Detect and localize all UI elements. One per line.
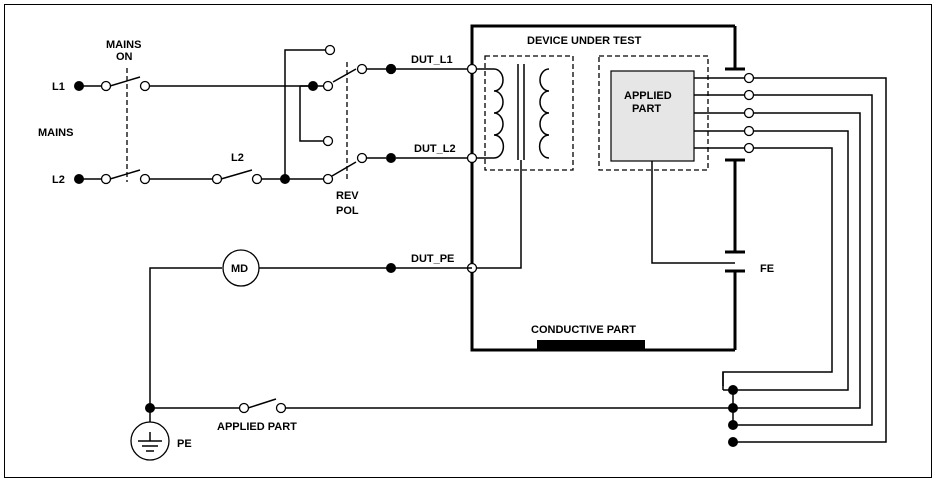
md-label: MD [231, 263, 248, 275]
applied-part-box-label-line2: PART [632, 103, 661, 115]
mains-label: MAINS [38, 127, 73, 139]
earth-ground-icon [130, 421, 170, 461]
rev-pol-label-line1: REV [336, 190, 359, 202]
applied-part-switch-label: APPLIED PART [217, 421, 297, 433]
device-under-test [466, 24, 737, 352]
dut-pe-label: DUT_PE [411, 253, 454, 265]
mains-on-label-line2: ON [116, 51, 133, 63]
dut-l2-label: DUT_L2 [414, 143, 456, 155]
reverse-polarity-switch [280, 44, 472, 185]
mains-input [74, 68, 325, 185]
conductive-part-plate [537, 340, 645, 350]
fe-label: FE [760, 263, 774, 275]
mains-on-label-line1: MAINS [106, 39, 141, 51]
l2-label: L2 [52, 174, 65, 186]
applied-part-box [598, 55, 745, 264]
applied-part-wiring [722, 72, 887, 447]
pe-label: PE [177, 438, 192, 450]
diagram-frame [4, 4, 932, 478]
dut-l1-label: DUT_L1 [411, 54, 453, 66]
transformer [477, 55, 574, 269]
device-under-test-label: DEVICE UNDER TEST [527, 35, 642, 47]
applied-part-box-label-line1: APPLIED [624, 90, 672, 102]
pe-md-circuit [145, 249, 733, 432]
conductive-part-label: CONDUCTIVE PART [531, 324, 636, 336]
l2-switch-label: L2 [231, 152, 244, 164]
rev-pol-label-line2: POL [336, 205, 359, 217]
l1-label: L1 [52, 81, 65, 93]
fe-capacitor [725, 67, 745, 273]
